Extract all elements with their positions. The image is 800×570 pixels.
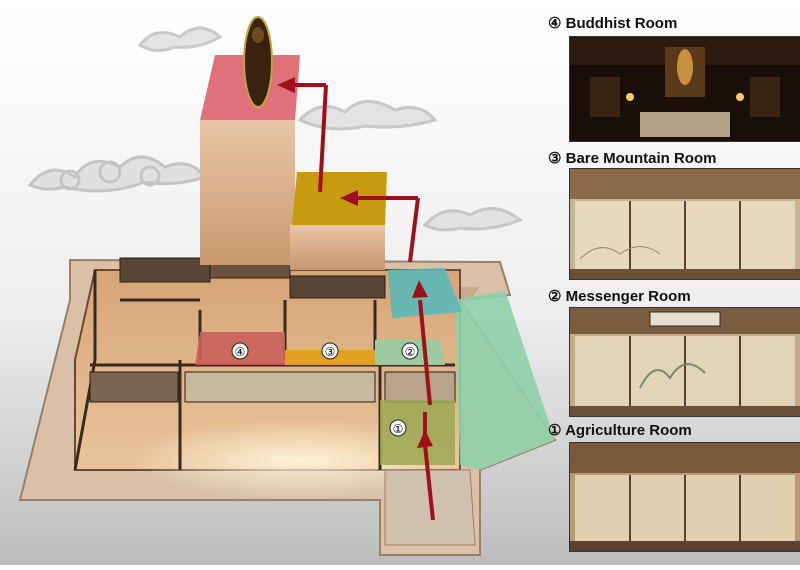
- room-marker: ④: [548, 15, 562, 32]
- tower-statue: [200, 120, 295, 265]
- room-title: Buddhist Room: [565, 15, 678, 32]
- room-title: Bare Mountain Room: [565, 150, 717, 167]
- room-marker: ③: [548, 150, 562, 167]
- room-marker: ②: [548, 288, 562, 305]
- room-caption-agriculture: ① Agriculture Room: [548, 421, 692, 439]
- buddhist-room-photo: [569, 36, 800, 142]
- plan-marker-1: ①: [389, 419, 407, 437]
- plan-marker-2: ②: [401, 342, 419, 360]
- room-caption-bare-mountain: ③ Bare Mountain Room: [548, 149, 716, 167]
- agriculture-room-photo: [569, 442, 800, 552]
- room-caption-buddhist: ④ Buddhist Room: [548, 14, 677, 32]
- svg-text:③: ③: [325, 345, 336, 359]
- plan-marker-4: ④: [231, 342, 249, 360]
- svg-text:④: ④: [235, 345, 246, 359]
- messenger-room-photo: [569, 307, 800, 417]
- svg-text:②: ②: [405, 345, 416, 359]
- cloud-decoration-left: [27, 155, 208, 193]
- room1-floor: [380, 400, 455, 465]
- statue-head: [252, 27, 264, 43]
- room-marker: ①: [548, 422, 562, 439]
- buddha-statue-icon: [243, 16, 273, 108]
- room3-block-top: [292, 172, 387, 225]
- visitor-path-arrow: [277, 77, 435, 521]
- cloud-decoration-top: [137, 26, 523, 232]
- entrance-corridor: [455, 290, 555, 470]
- tower-room3: [290, 225, 385, 270]
- svg-text:①: ①: [393, 422, 404, 436]
- bare-mountain-room-photo: [569, 168, 800, 280]
- room-caption-messenger: ② Messenger Room: [548, 287, 691, 305]
- plan-marker-3: ③: [321, 342, 339, 360]
- room-title: Agriculture Room: [565, 422, 692, 439]
- room-title: Messenger Room: [565, 288, 691, 305]
